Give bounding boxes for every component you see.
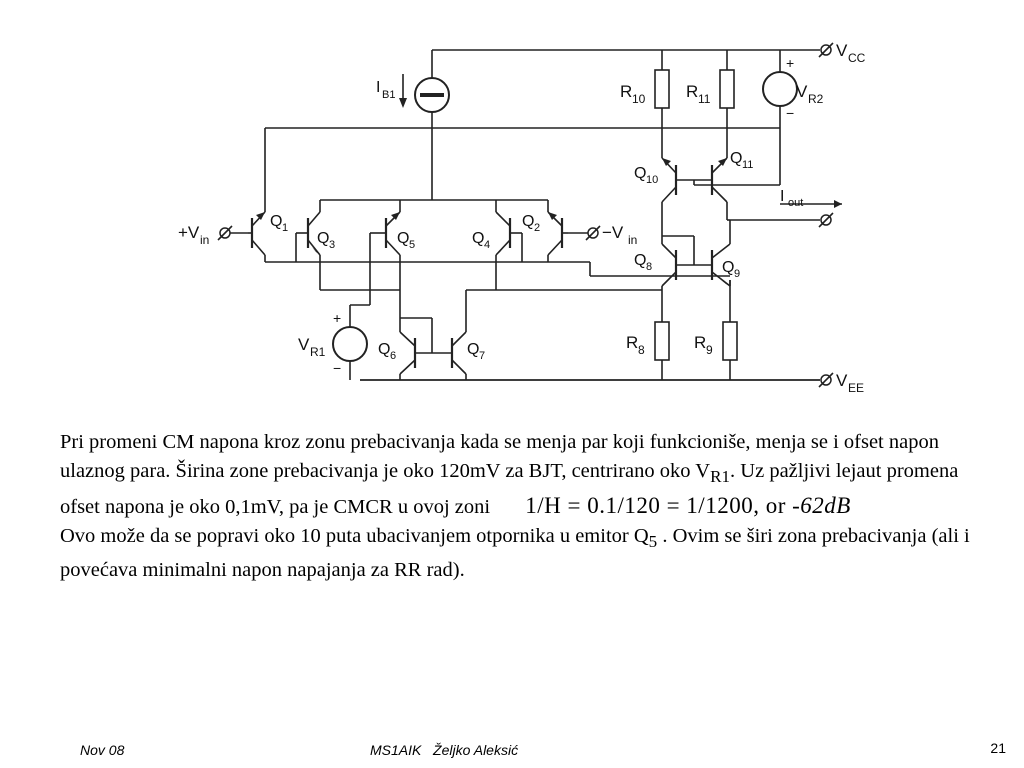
svg-text:R2: R2: [808, 92, 824, 106]
cmrr-formula: 1/H = 0.1/120 = 1/1200, or -62dB: [525, 493, 851, 519]
svg-text:10: 10: [646, 174, 658, 186]
svg-text:9: 9: [706, 343, 713, 357]
svg-text:9: 9: [734, 268, 740, 280]
svg-text:Q: Q: [397, 230, 409, 247]
svg-text:Q: Q: [472, 230, 484, 247]
svg-text:Q: Q: [634, 252, 646, 269]
transistor-q4: Q 4: [472, 211, 522, 256]
svg-text:R: R: [694, 333, 706, 352]
svg-text:+: +: [333, 310, 341, 326]
iout-terminal: I out: [730, 188, 842, 228]
svg-text:+: +: [786, 55, 794, 71]
vcc-terminal: V CC: [818, 41, 866, 65]
transistor-q11: Q 11: [710, 150, 753, 203]
resistor-r8: R 8: [626, 290, 670, 380]
current-source-ib1: I B1: [376, 50, 450, 128]
resistor-r11: R 11: [686, 50, 735, 150]
svg-text:−V: −V: [602, 223, 624, 242]
transistor-q6: Q 6: [378, 290, 417, 380]
footer-course-author: MS1AIK Željko Aleksić: [370, 742, 519, 758]
svg-text:I: I: [780, 188, 784, 205]
transistor-q5: Q 5: [370, 211, 415, 256]
paragraph-improvement: Ovo može da se popravi oko 10 puta ubaci…: [60, 525, 970, 582]
svg-text:10: 10: [632, 92, 646, 106]
svg-text:Q: Q: [378, 341, 390, 358]
svg-text:R: R: [626, 333, 638, 352]
svg-text:Q: Q: [722, 259, 734, 276]
svg-text:−: −: [333, 360, 341, 376]
svg-text:V: V: [836, 371, 848, 390]
svg-text:7: 7: [479, 350, 485, 362]
svg-text:5: 5: [409, 239, 415, 251]
transistor-q1: Q 1: [248, 211, 288, 262]
transistor-q8: Q 8: [634, 243, 678, 287]
svg-text:8: 8: [646, 261, 652, 273]
svg-text:R: R: [620, 82, 632, 101]
vin-minus-terminal: −V in: [568, 223, 637, 247]
svg-text:+V: +V: [178, 223, 200, 242]
svg-text:3: 3: [329, 239, 335, 251]
svg-text:I: I: [376, 79, 380, 96]
svg-text:Q: Q: [270, 213, 282, 230]
svg-text:R: R: [686, 82, 698, 101]
subscript-q5: 5: [648, 532, 658, 552]
transistor-q9: Q 9: [710, 243, 740, 287]
transistor-q7: Q 7: [450, 290, 485, 380]
svg-text:11: 11: [698, 92, 711, 106]
svg-text:Q: Q: [317, 230, 329, 247]
svg-text:Q: Q: [522, 213, 534, 230]
op-amp-schematic: V CC V EE +V in −V in I out I: [178, 41, 866, 395]
svg-text:Q: Q: [467, 341, 479, 358]
svg-text:4: 4: [484, 239, 490, 251]
svg-text:Q: Q: [730, 150, 742, 167]
svg-text:−: −: [786, 105, 794, 121]
svg-text:out: out: [788, 197, 803, 209]
svg-text:V: V: [298, 335, 310, 354]
svg-text:1: 1: [282, 222, 288, 234]
paragraph-switching-zone: Pri promeni CM napona kroz zonu prebaciv…: [60, 431, 959, 519]
svg-text:in: in: [628, 233, 637, 247]
svg-text:CC: CC: [848, 51, 866, 65]
slide-body-text: Pri promeni CM napona kroz zonu prebaciv…: [60, 428, 980, 585]
svg-text:V: V: [796, 82, 808, 101]
subscript-r1: R1: [710, 467, 731, 487]
footer-date: Nov 08: [80, 742, 125, 758]
transistor-q10: Q 10: [634, 150, 678, 203]
svg-text:in: in: [200, 233, 209, 247]
page-number: 21: [990, 740, 1006, 756]
resistor-r9: R 9: [694, 280, 738, 380]
transistor-q2: Q 2: [522, 211, 568, 256]
svg-text:EE: EE: [848, 381, 864, 395]
transistor-q3: Q 3: [296, 211, 335, 256]
svg-text:Q: Q: [634, 165, 646, 182]
svg-text:V: V: [836, 41, 848, 60]
svg-text:2: 2: [534, 222, 540, 234]
svg-text:8: 8: [638, 343, 645, 357]
svg-text:R1: R1: [310, 345, 326, 359]
vee-terminal: V EE: [818, 371, 864, 395]
resistor-r10: R 10: [620, 50, 670, 150]
voltage-source-vr2: + − V R2: [762, 50, 824, 185]
voltage-source-vr1: + − V R1: [298, 305, 368, 380]
vin-plus-terminal: +V in: [178, 223, 248, 247]
svg-text:6: 6: [390, 350, 396, 362]
svg-text:B1: B1: [382, 89, 395, 101]
svg-text:11: 11: [742, 159, 753, 171]
